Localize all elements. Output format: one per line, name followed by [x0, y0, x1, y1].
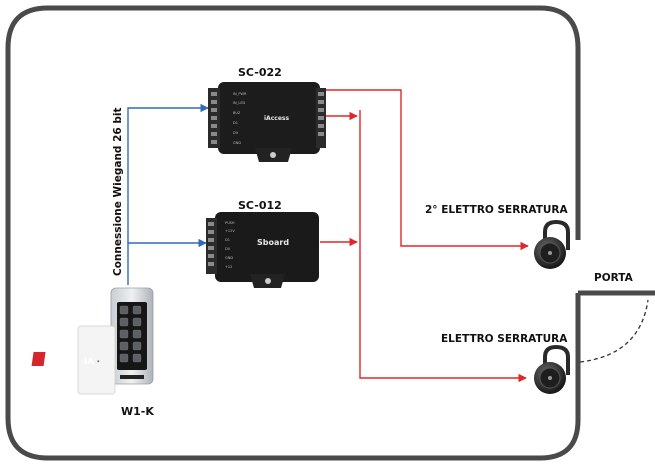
sc012-sboard-text: Sboard	[257, 238, 289, 247]
svg-text:IN_PWR: IN_PWR	[233, 92, 247, 96]
rfid-card: iA ◉	[31, 325, 116, 395]
svg-text:+12: +12	[225, 265, 232, 269]
svg-text:D0: D0	[233, 131, 238, 135]
card-logo-text: iA	[84, 357, 94, 367]
lock-1-label: ELETTRO SERRATURA	[441, 333, 568, 345]
sc022-brand: iAccess	[264, 115, 289, 122]
wiegand-wiring	[127, 103, 209, 285]
svg-text:GND: GND	[233, 141, 241, 145]
porta-label: PORTA	[594, 272, 634, 284]
svg-text:D1: D1	[225, 238, 230, 242]
lock-2-label: 2° ELETTRO SERRATURA	[425, 204, 568, 216]
sc012-label: SC-012	[238, 199, 282, 212]
wiegand-label: Connessione Wiegand 26 bit	[112, 107, 124, 276]
lock-2-icon	[534, 219, 570, 269]
svg-text:◉: ◉	[97, 359, 100, 363]
svg-text:GND: GND	[225, 256, 233, 260]
door-swing	[579, 299, 649, 363]
svg-text:IN_LED: IN_LED	[233, 101, 246, 105]
w1k-keypad	[110, 287, 154, 385]
svg-text:D1: D1	[233, 121, 238, 125]
svg-text:+12V: +12V	[225, 229, 235, 233]
lock-1-icon	[534, 344, 570, 394]
svg-text:BUZ: BUZ	[233, 111, 241, 115]
w1k-label: W1-K	[121, 405, 154, 418]
room-wall	[5, 5, 581, 461]
svg-text:PUSH: PUSH	[225, 221, 235, 225]
svg-text:D0: D0	[225, 247, 230, 251]
sc022-label: SC-022	[238, 66, 282, 79]
